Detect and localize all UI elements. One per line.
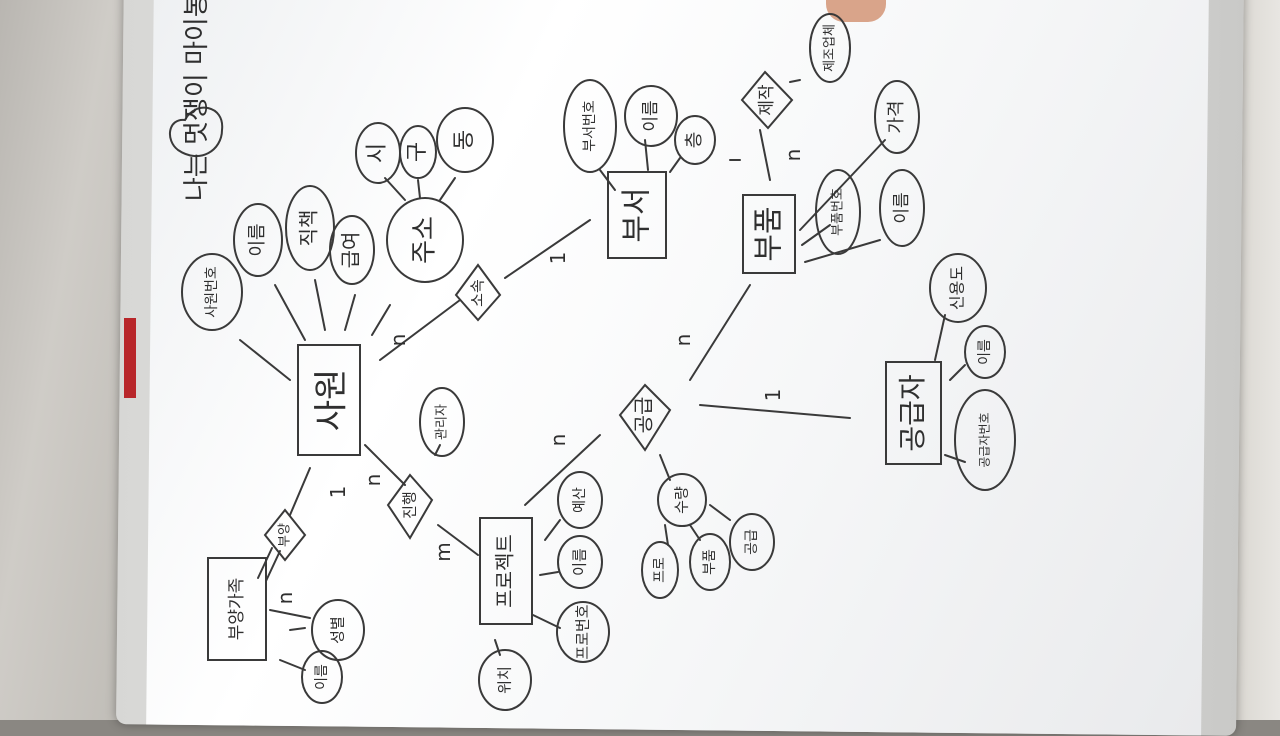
attribute-ovals — [181, 13, 1016, 711]
attr-project-budget: 예산 — [572, 487, 588, 513]
card-supplies-part: n — [671, 334, 695, 347]
red-tape — [124, 318, 136, 398]
attr-address-city: 시 — [365, 143, 390, 163]
connector-lines — [239, 79, 966, 671]
corner-handwriting: 나는 멋쟁이 마이봉짱! — [182, 0, 212, 201]
entity-department-label: 부서 — [620, 187, 655, 242]
attr-address-dong: 동 — [452, 130, 477, 150]
card-supplies-project: n — [546, 434, 570, 447]
attr-department-number: 부서번호 — [582, 100, 598, 152]
attr-supplier-credit: 신용도 — [948, 266, 967, 310]
entity-project-label: 프로젝트 — [493, 534, 517, 608]
holding-hand — [826, 0, 886, 22]
card-works-on-employee: n — [361, 474, 385, 487]
attr-project-number: 프로번호 — [574, 604, 592, 659]
attr-dependent-name: 이름 — [314, 664, 330, 690]
card-supports-employee: 1 — [326, 486, 350, 499]
attr-address: 주소 — [410, 216, 440, 264]
attr-part-name: 이름 — [892, 192, 912, 223]
attr-project-location: 위치 — [496, 666, 514, 694]
cardinality-labels: n 1 n 1 n n n m 1 n — [273, 149, 805, 605]
attr-project-name: 이름 — [571, 548, 589, 576]
attr-manufacturer: 제조업체 — [823, 24, 838, 72]
attr-supplies-quantity: 수량 — [673, 486, 691, 514]
attr-employee-salary: 급여 — [339, 232, 363, 269]
entity-employee-label: 사원 — [312, 369, 352, 432]
relationship-supports-label: 부양 — [278, 523, 293, 547]
heart-doodle — [169, 106, 224, 157]
attr-department-name: 이름 — [641, 100, 661, 131]
relationship-manufactures-label: 제작 — [757, 84, 777, 116]
card-works-on-project: m — [431, 542, 455, 561]
entity-boxes — [207, 171, 942, 661]
attr-supplier-name: 이름 — [977, 339, 993, 365]
attribute-labels: 사원번호 이름 직책 급여 주소 시 구 동 부서번호 이름 층 제조업체 가격… — [204, 24, 993, 694]
attr-part-number: 부품번호 — [831, 188, 846, 236]
card-belongs-department: 1 — [546, 252, 570, 265]
attr-address-district: 구 — [405, 142, 430, 162]
attr-part-price: 가격 — [886, 100, 907, 133]
attr-employee-number: 사원번호 — [204, 266, 220, 318]
card-supports-dependent: n — [273, 592, 297, 605]
er-diagram: 나는 멋쟁이 마이봉짱! 사원 부서 부품 공급자 프로젝트 부양가족 소속 공… — [169, 0, 1016, 711]
attr-department-floor: 층 — [684, 132, 705, 149]
relationship-belongs-label: 소속 — [469, 279, 487, 307]
relationship-diamonds — [263, 70, 794, 562]
attr-supplies-supply: 공급 — [744, 529, 760, 555]
card-manufactures-part: n — [781, 149, 805, 162]
relationship-works-on-label: 진행 — [401, 491, 419, 519]
attr-employee-position: 직책 — [297, 210, 321, 247]
card-belongs-employee: n — [386, 334, 410, 347]
attr-supplier-number: 공급자번호 — [978, 412, 992, 467]
entity-supplier-label: 공급자 — [896, 374, 929, 451]
attr-supplies-part: 부품 — [702, 549, 718, 575]
card-supplies-supplier: 1 — [761, 389, 785, 402]
relationship-supplies-label: 공급 — [632, 397, 656, 434]
attr-supplies-project: 프로 — [652, 557, 668, 583]
attr-employee-name: 이름 — [247, 223, 268, 256]
attr-works-on-manager: 관리자 — [435, 404, 450, 440]
entity-part-label: 부품 — [752, 206, 787, 261]
attr-dependent-gender: 성별 — [329, 616, 347, 644]
entity-dependent-label: 부양가족 — [227, 578, 247, 641]
